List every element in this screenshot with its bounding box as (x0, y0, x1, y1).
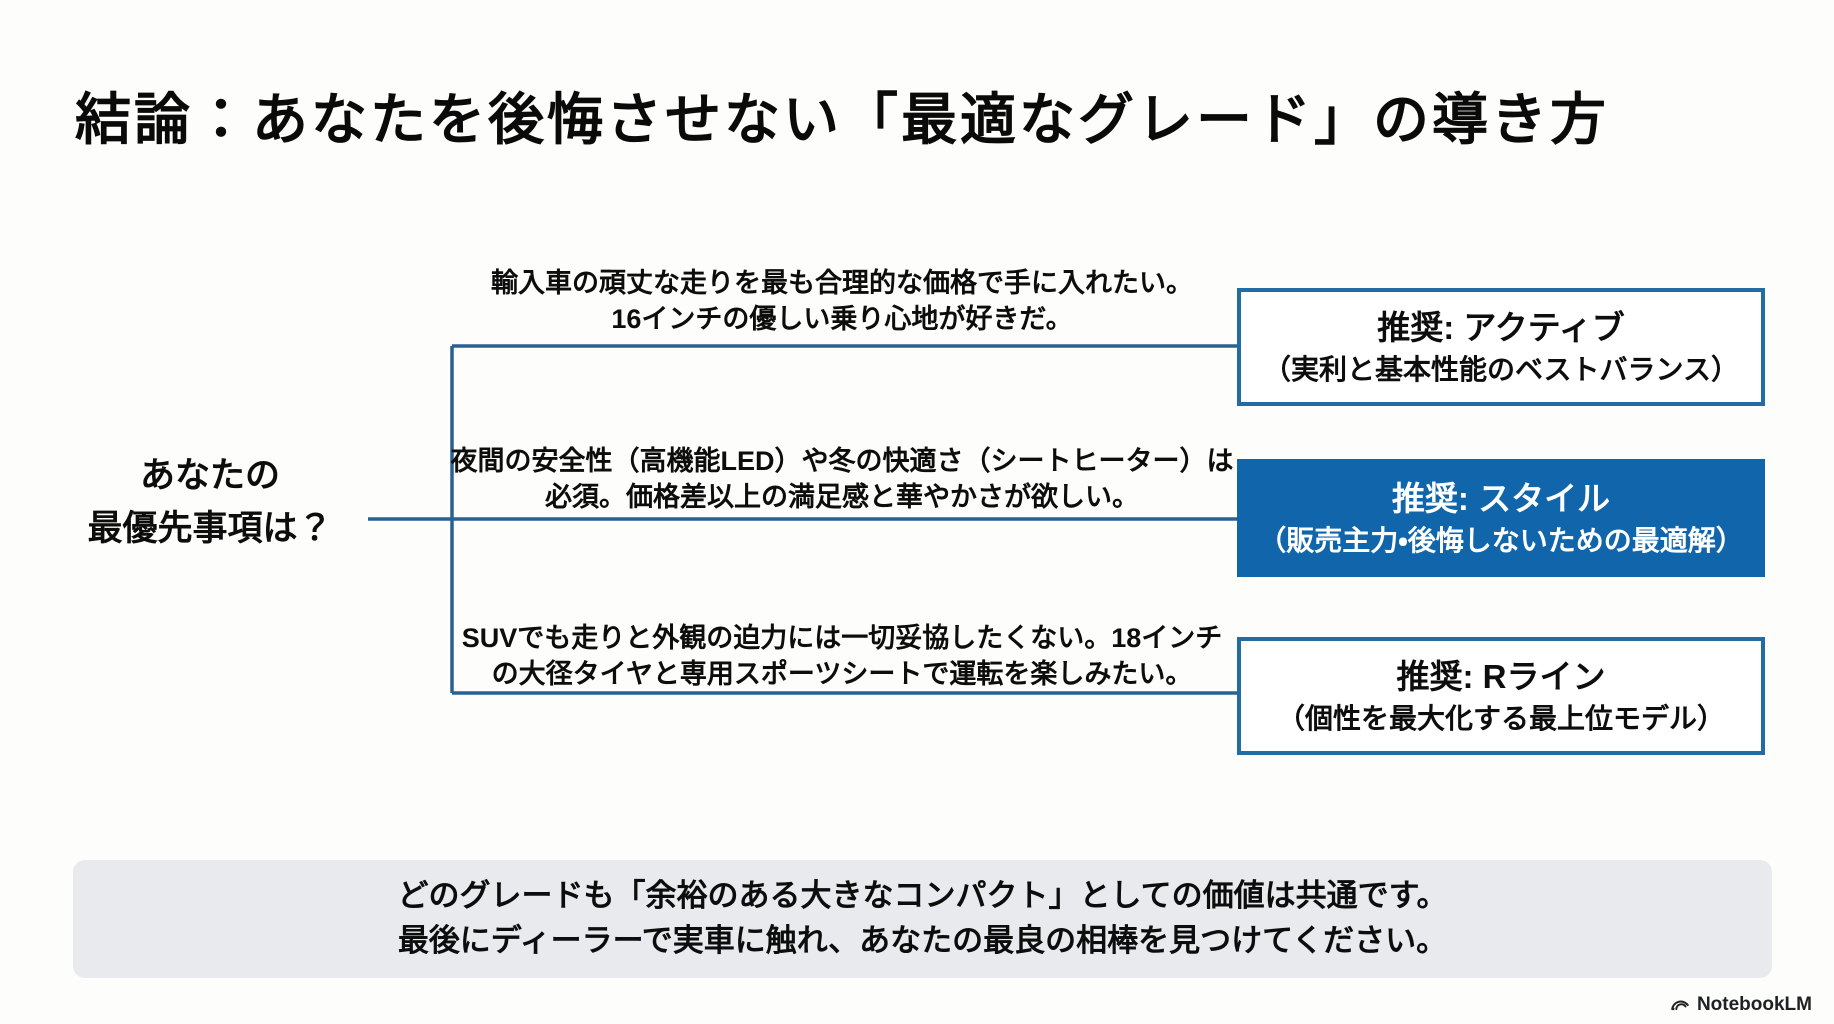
recommendation-subtitle-style: （販売主力・後悔しないための最適解） (1258, 525, 1744, 557)
branch-condition-style: 夜間の安全性（高機能LED）や冬の快適さ（シートヒーター）は 必須。価格差以上の… (427, 444, 1257, 516)
page-title: 結論：あなたを後悔させない「最適なグレード」の導き方 (75, 88, 1609, 151)
footer-note-line1: どのグレードも「余裕のある大きなコンパクト」としての価値は共通です。 (397, 878, 1448, 914)
branch-condition-active: 輸入車の頑丈な走りを最も合理的な価格で手に入れたい。 16インチの優しい乗り心地… (427, 266, 1257, 338)
recommendation-subtitle-active: （実利と基本性能のベストバランス） (1262, 354, 1739, 386)
root-question-line2: 最優先事項は？ (87, 508, 333, 548)
branch-condition-rline-line2: の大径タイヤと専用スポーツシートで運転を楽しみたい。 (491, 658, 1193, 689)
branch-condition-active-line2: 16インチの優しい乗り心地が好きだ。 (611, 303, 1073, 334)
recommendation-box-active: 推奨: アクティブ （実利と基本性能のベストバランス） (1237, 288, 1765, 406)
footer-note-line2: 最後にディーラーで実車に触れ、あなたの最良の相棒を見つけてください。 (397, 923, 1448, 958)
root-question-line1: あなたの (139, 456, 280, 495)
branch-condition-rline-line1: SUVでも走りと外観の迫力には一切妥協したくない。18インチ (461, 623, 1223, 653)
recommendation-subtitle-rline: （個性を最大化する最上位モデル） (1276, 703, 1725, 735)
notebooklm-label: NotebookLM (1696, 994, 1812, 1015)
recommendation-title-style: 推奨: スタイル (1391, 479, 1611, 517)
notebooklm-icon (1671, 1000, 1689, 1011)
footer-note: どのグレードも「余裕のある大きなコンパクト」としての価値は共通です。 最後にディ… (73, 860, 1772, 978)
branch-condition-rline: SUVでも走りと外観の迫力には一切妥協したくない。18インチ の大径タイヤと専用… (427, 621, 1257, 693)
branch-condition-style-line2: 必須。価格差以上の満足感と華やかさが欲しい。 (545, 481, 1139, 512)
root-question: あなたの 最優先事項は？ (50, 450, 370, 555)
recommendation-title-rline: 推奨: Rライン (1396, 657, 1606, 695)
recommendation-box-style-highlighted: 推奨: スタイル （販売主力・後悔しないための最適解） (1237, 459, 1765, 577)
branch-condition-active-line1: 輸入車の頑丈な走りを最も合理的な価格で手に入れたい。 (491, 268, 1193, 298)
branch-condition-style-line1: 夜間の安全性（高機能LED）や冬の快適さ（シートヒーター）は (450, 446, 1234, 476)
notebooklm-brand: NotebookLM (1669, 994, 1812, 1016)
recommendation-box-rline: 推奨: Rライン （個性を最大化する最上位モデル） (1237, 637, 1765, 755)
recommendation-title-active: 推奨: アクティブ (1377, 308, 1625, 346)
